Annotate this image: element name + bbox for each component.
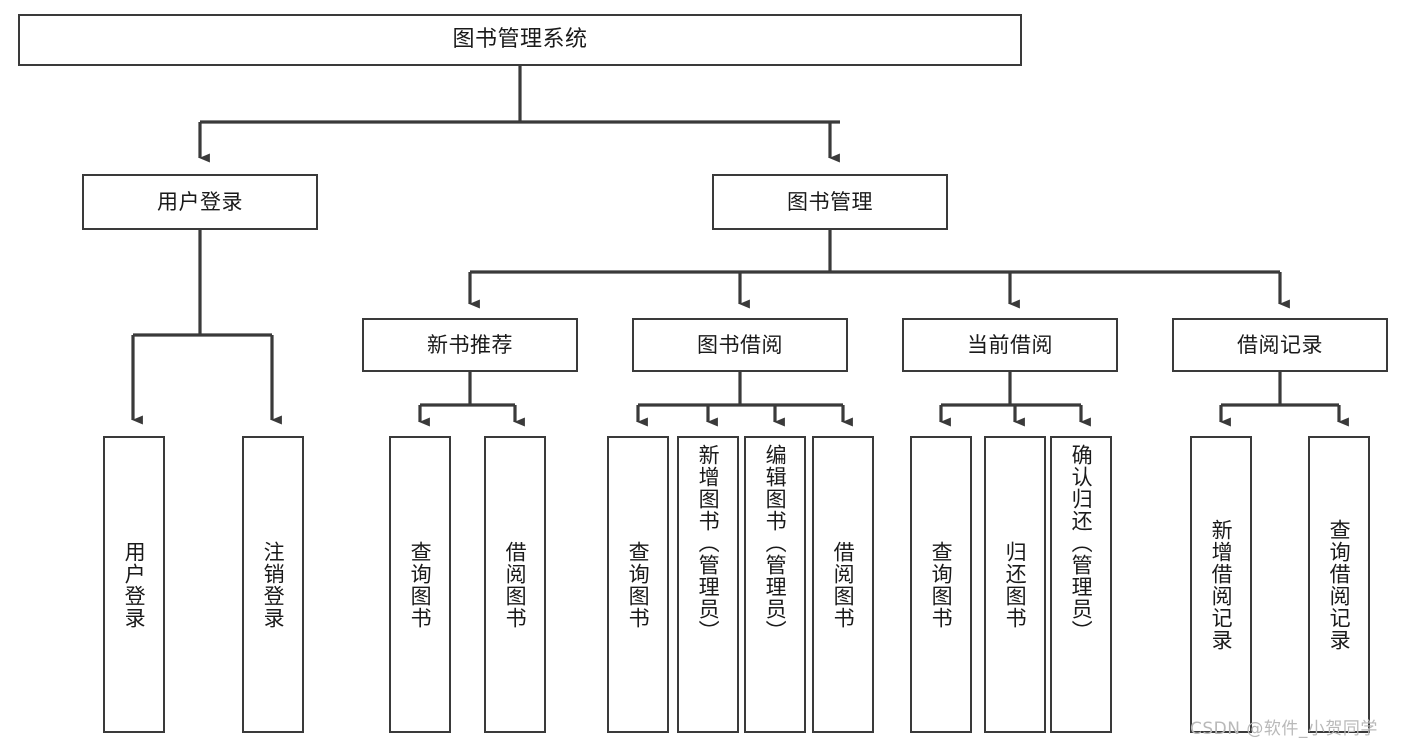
node-borrow-record[interactable]: 借阅记录 xyxy=(1172,318,1388,372)
leaf-borrow-query-book[interactable]: 查询图书 xyxy=(607,436,669,733)
node-user-login[interactable]: 用户登录 xyxy=(82,174,318,230)
leaf-rec-add-record[interactable]: 新增借阅记录 xyxy=(1190,436,1252,733)
leaf-cur-query-book[interactable]: 查询图书 xyxy=(910,436,972,733)
leaf-rec-add-record-label: 新增借阅记录 xyxy=(1209,518,1234,651)
leaf-borrow-add-book-label: 新增图书（管理员） xyxy=(696,444,721,642)
leaf-user-logout[interactable]: 注销登录 xyxy=(242,436,304,733)
leaf-rec-query-book-label: 查询图书 xyxy=(408,540,433,629)
node-user-login-label: 用户登录 xyxy=(157,189,243,214)
csdn-watermark: CSDN @软件_小贺同学 xyxy=(1190,719,1378,739)
leaf-rec-query-record-label: 查询借阅记录 xyxy=(1327,518,1352,651)
leaf-borrow-borrow-book[interactable]: 借阅图书 xyxy=(812,436,874,733)
leaf-rec-query-book[interactable]: 查询图书 xyxy=(389,436,451,733)
node-current-borrow-label: 当前借阅 xyxy=(967,332,1053,357)
leaf-borrow-add-book[interactable]: 新增图书（管理员） xyxy=(677,436,739,733)
leaf-cur-return-book-label: 归还图书 xyxy=(1003,540,1028,629)
node-new-book-rec-label: 新书推荐 xyxy=(427,332,513,357)
leaf-borrow-edit-book-label: 编辑图书（管理员） xyxy=(763,444,788,642)
leaf-rec-query-record[interactable]: 查询借阅记录 xyxy=(1308,436,1370,733)
leaf-cur-return-book[interactable]: 归还图书 xyxy=(984,436,1046,733)
leaf-borrow-edit-book[interactable]: 编辑图书（管理员） xyxy=(744,436,806,733)
node-new-book-rec[interactable]: 新书推荐 xyxy=(362,318,578,372)
leaf-borrow-borrow-book-label: 借阅图书 xyxy=(831,540,856,629)
node-book-manage-label: 图书管理 xyxy=(787,189,873,214)
node-current-borrow[interactable]: 当前借阅 xyxy=(902,318,1118,372)
leaf-borrow-query-book-label: 查询图书 xyxy=(626,540,651,629)
node-book-borrow-label: 图书借阅 xyxy=(697,332,783,357)
node-book-borrow[interactable]: 图书借阅 xyxy=(632,318,848,372)
leaf-user-logout-label: 注销登录 xyxy=(261,540,286,629)
node-borrow-record-label: 借阅记录 xyxy=(1237,332,1323,357)
node-root[interactable]: 图书管理系统 xyxy=(18,14,1022,66)
leaf-user-login[interactable]: 用户登录 xyxy=(103,436,165,733)
leaf-cur-query-book-label: 查询图书 xyxy=(929,540,954,629)
node-root-label: 图书管理系统 xyxy=(452,27,588,53)
leaf-cur-confirm-return[interactable]: 确认归还（管理员） xyxy=(1050,436,1112,733)
leaf-cur-confirm-return-label: 确认归还（管理员） xyxy=(1069,444,1094,642)
leaf-user-login-label: 用户登录 xyxy=(122,540,147,629)
node-book-manage[interactable]: 图书管理 xyxy=(712,174,948,230)
leaf-rec-borrow-book-label: 借阅图书 xyxy=(503,540,528,629)
leaf-rec-borrow-book[interactable]: 借阅图书 xyxy=(484,436,546,733)
